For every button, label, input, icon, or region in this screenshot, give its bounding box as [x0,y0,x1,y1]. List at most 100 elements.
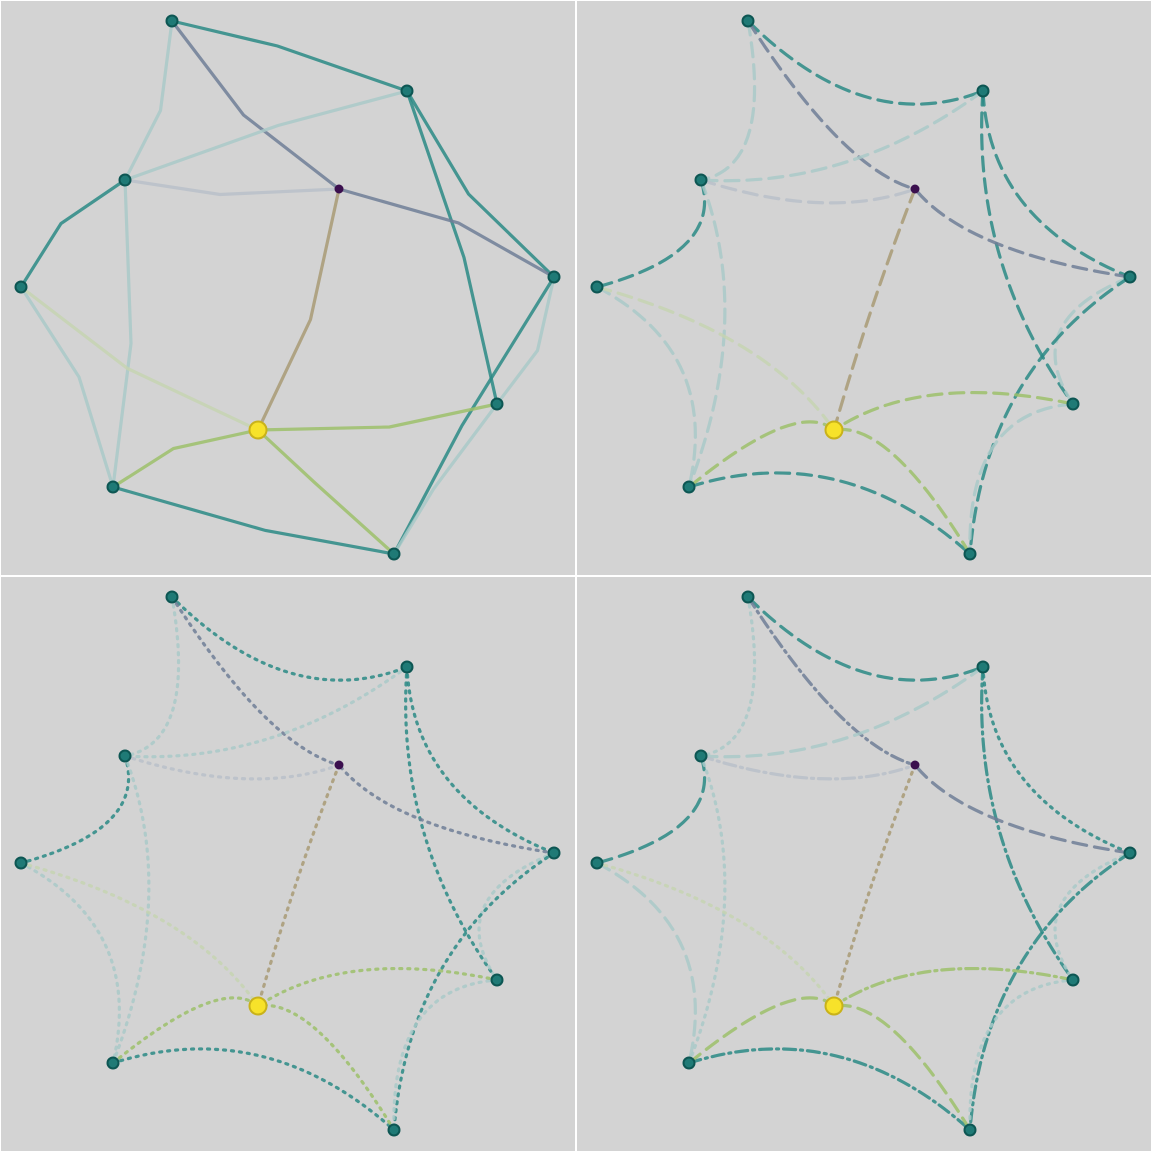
edge-n4-n7 [111,1047,396,1132]
graph-svg-bl [14,590,561,1137]
node-n6 [490,973,504,987]
edge-n4-n9 [687,996,836,1065]
edge-n2-n8 [699,178,917,205]
edge-n5-n6 [495,275,556,406]
edge-n0-n1 [170,595,409,682]
edge-n1-n6 [404,665,499,982]
edge-n5-n6 [1053,275,1132,406]
edge-n6-n9 [832,390,1075,432]
node-n3 [14,856,28,870]
edge-n5-n8 [337,187,556,279]
edge-n1-n5 [981,89,1132,279]
edge-n1-n5 [981,665,1132,855]
graph-panel-straight-solid [1,1,575,575]
edge-n5-n7 [968,851,1132,1132]
edge-n1-n6 [980,89,1075,406]
node-n3 [590,280,604,294]
edge-n0-n2 [699,19,757,182]
node-n8 [910,184,920,194]
edge-n4-n7 [687,1047,972,1132]
edge-n0-n8 [170,595,341,767]
node-n4 [682,480,696,494]
graph-svg-tl [14,14,561,561]
node-n7 [387,547,401,561]
edge-n4-n9 [111,428,260,489]
edge-n2-n4 [687,178,727,489]
edge-n0-n1 [746,19,985,106]
node-n0 [741,590,755,604]
edge-n5-n7 [392,851,556,1132]
edge-n2-n8 [123,754,341,781]
edge-n1-n2 [123,665,409,759]
node-n1 [400,84,414,98]
node-n0 [165,14,179,28]
edge-n7-n9 [832,1003,972,1132]
node-n7 [963,547,977,561]
node-n2 [118,749,132,763]
graph-panel-curved-dotted [1,577,575,1151]
node-n6 [1066,973,1080,987]
edge-n7-n9 [256,1003,396,1132]
edge-n6-n9 [832,966,1075,1008]
edge-n5-n8 [913,763,1132,855]
node-n9 [248,420,268,440]
node-n3 [590,856,604,870]
node-n2 [118,173,132,187]
node-n9 [824,996,844,1016]
edge-n5-n8 [337,763,556,855]
edge-n5-n6 [1053,851,1132,982]
graph-svg-tr [590,14,1137,561]
edge-n5-n7 [968,275,1132,556]
node-n5 [1123,846,1137,860]
edge-n3-n9 [595,861,836,1008]
node-n8 [334,760,344,770]
edge-n0-n8 [170,19,341,191]
edge-n3-n4 [19,285,115,489]
edge-n6-n7 [968,978,1075,1132]
node-n2 [694,173,708,187]
node-n9 [248,996,268,1016]
node-n5 [547,270,561,284]
edge-n0-n2 [699,595,757,758]
edge-n3-n9 [595,285,836,432]
edge-n2-n3 [19,178,127,289]
edge-n0-n2 [123,19,174,182]
edge-n2-n8 [123,178,341,197]
node-n7 [963,1123,977,1137]
edge-n2-n4 [111,178,133,489]
edge-n5-n8 [913,187,1132,279]
node-n5 [547,846,561,860]
node-n2 [694,749,708,763]
edge-n1-n5 [405,665,556,855]
edge-n2-n8 [699,754,917,781]
node-n6 [1066,397,1080,411]
edge-n7-n9 [256,428,396,556]
edge-n6-n7 [392,978,499,1132]
node-n4 [682,1056,696,1070]
edge-n4-n7 [687,471,972,556]
graph-panel-curved-mixed [577,577,1151,1151]
edge-n3-n4 [595,861,697,1065]
edge-n8-n9 [256,763,341,1008]
edge-n0-n8 [746,19,917,191]
edge-n5-n7 [392,275,556,556]
node-n4 [106,480,120,494]
edge-n0-n2 [123,595,181,758]
edge-n2-n3 [595,178,707,289]
edge-n0-n1 [170,19,409,93]
node-n0 [741,14,755,28]
edge-n4-n9 [687,420,836,489]
edge-n4-n7 [111,485,396,556]
edge-n7-n9 [832,427,972,556]
node-n1 [976,84,990,98]
edge-n6-n7 [392,402,499,556]
node-n0 [165,590,179,604]
node-n1 [976,660,990,674]
node-n8 [334,184,344,194]
node-n3 [14,280,28,294]
node-n7 [387,1123,401,1137]
edge-n1-n5 [405,89,556,279]
edge-n3-n9 [19,285,260,432]
edge-n0-n1 [746,595,985,682]
edge-n8-n9 [256,187,341,432]
